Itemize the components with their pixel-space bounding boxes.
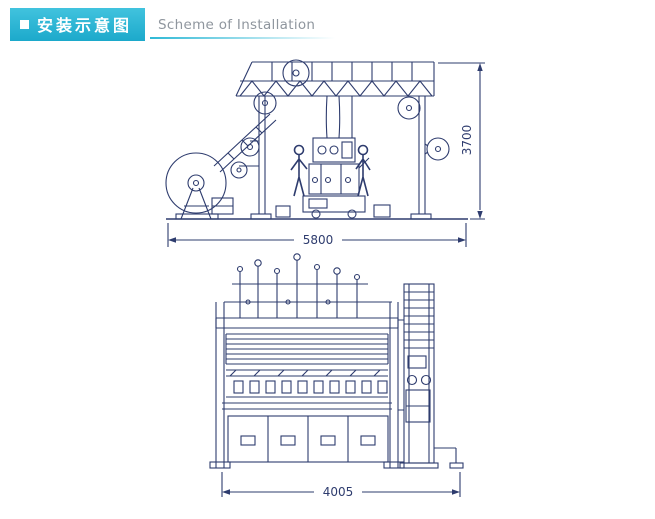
dimension-3700: 3700 (438, 62, 485, 220)
mechanism-row (222, 380, 392, 410)
dimension-4005: 4005 (221, 472, 461, 499)
guide-rolls (230, 59, 450, 179)
top-beam (215, 317, 399, 329)
roller-bank (225, 333, 389, 365)
title-badge: 安装示意图 (10, 8, 146, 41)
unwind-roll (165, 152, 234, 220)
side-view-drawing: 3700 5800 (165, 59, 485, 247)
creel-rods (224, 253, 392, 318)
hatched-band (226, 369, 388, 377)
dimension-length-value: 5800 (303, 233, 334, 247)
page-title-en: Scheme of Installation (158, 16, 316, 33)
front-view-drawing: 4005 (209, 253, 464, 499)
operator-figure-left (290, 144, 308, 197)
header: 安装示意图 Scheme of Installation (10, 8, 315, 41)
incline-conveyor (213, 113, 277, 173)
side-columns (209, 302, 405, 469)
control-cabinets (227, 415, 389, 463)
operator-figure-right (355, 144, 371, 197)
dimension-height-value: 3700 (460, 125, 474, 156)
accent-underline (150, 37, 335, 39)
machine-body (275, 137, 391, 219)
side-frame-ladder (399, 283, 464, 469)
badge-bullet-icon (20, 19, 29, 29)
dimension-width-value: 4005 (323, 485, 354, 499)
frame-columns (250, 96, 432, 220)
page-title-cn: 安装示意图 (37, 16, 133, 35)
hoses (325, 95, 353, 139)
dimension-5800: 5800 (167, 223, 467, 247)
platform-truss (235, 61, 435, 97)
